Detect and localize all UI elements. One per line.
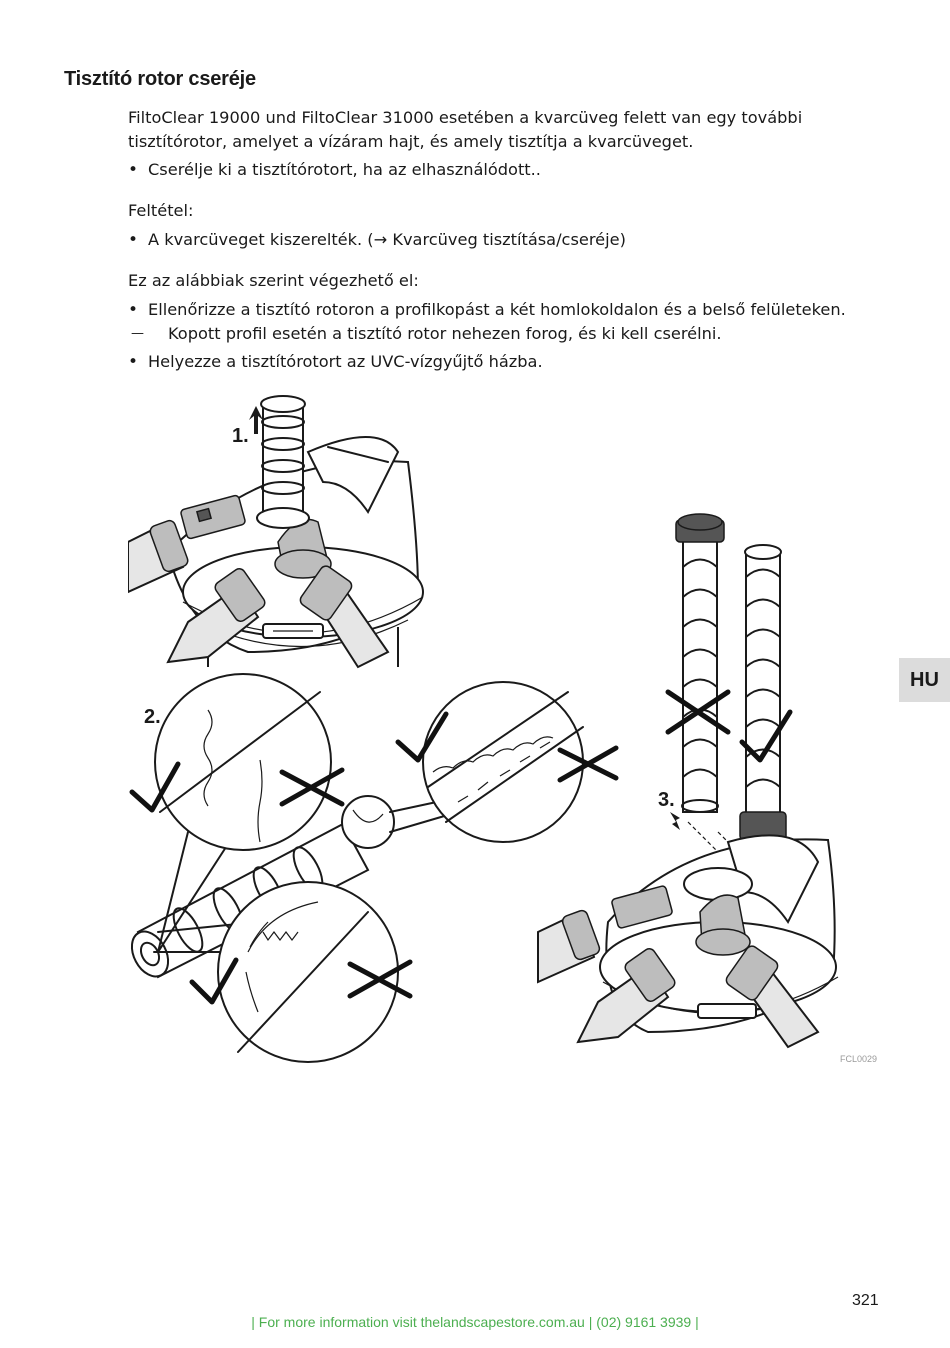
intro-bullet: Cserélje ki a tisztítórotort, ha az elha…: [128, 158, 888, 182]
condition-label: Feltétel:: [128, 201, 194, 220]
magnifier-profile: [395, 681, 619, 843]
intro-paragraph: FiltoClear 19000 und FiltoClear 31000 es…: [128, 108, 803, 151]
magnifier-inner: [129, 673, 345, 953]
body-text: FiltoClear 19000 und FiltoClear 31000 es…: [128, 106, 888, 374]
step2-illustration: 2.: [129, 673, 619, 1063]
step3-illustration: 3.: [537, 513, 839, 1049]
rotor-replacement-figure: .ln { fill: none; stroke: #1a1a1a; strok…: [128, 395, 877, 1064]
page-number: 321: [852, 1292, 879, 1309]
step1-rotor: [256, 395, 310, 529]
rotor-good: [739, 544, 793, 841]
step1-label: 1.: [232, 425, 249, 447]
step2-label: 2.: [144, 706, 161, 728]
section-title: Tisztító rotor cseréje: [64, 68, 256, 90]
magnifier-endface: [153, 881, 413, 1063]
figure-code: FCL0029: [840, 1054, 877, 1064]
language-tab: HU: [899, 658, 950, 702]
procedure-label: Ez az alábbiak szerint végezhető el:: [128, 271, 419, 290]
procedure-step-2: Helyezze a tisztítórotort az UVC-vízgyűj…: [128, 350, 888, 374]
rotor-worn: [665, 513, 731, 813]
procedure-step-1: Ellenőrizze a tisztító rotoron a profilk…: [128, 298, 888, 322]
footer-link[interactable]: | For more information visit thelandscap…: [251, 1314, 699, 1330]
procedure-step-1-sub: Kopott profil esetén a tisztító rotor ne…: [128, 322, 888, 346]
condition-bullet: A kvarcüveget kiszerelték. (→ Kvarcüveg …: [128, 228, 888, 252]
step1-illustration: 1.: [128, 395, 424, 669]
step3-label: 3.: [658, 789, 675, 811]
